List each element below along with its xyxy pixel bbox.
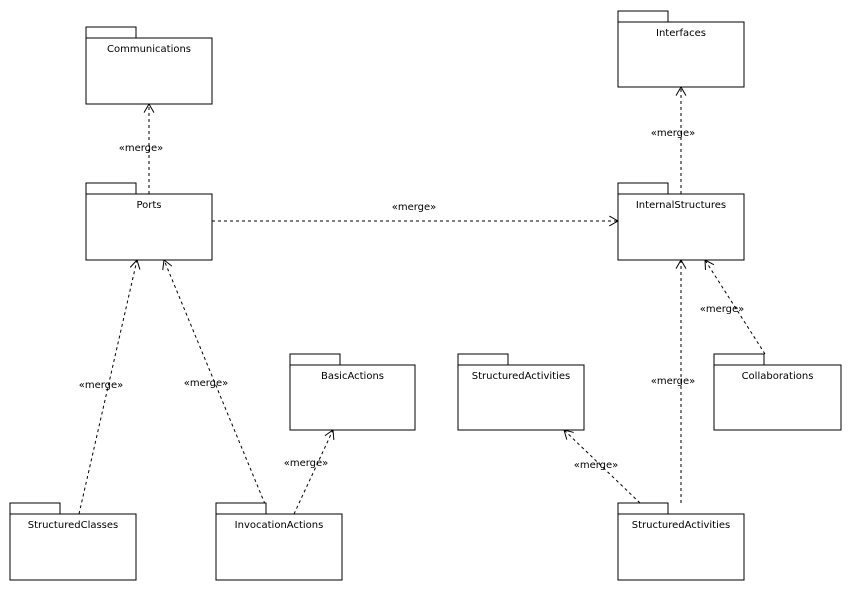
merge-stereotype-label: «merge» [284, 458, 329, 469]
package-tab [457, 353, 509, 366]
package-tab [713, 353, 765, 366]
package-body [617, 513, 745, 581]
open-arrowhead-icon [162, 259, 173, 270]
package-body [85, 37, 213, 105]
package-basic-actions[interactable]: BasicActions [289, 353, 416, 431]
dependency-internal-structures-to-interfaces: «merge» [651, 85, 696, 194]
merge-stereotype-label: «merge» [651, 376, 696, 387]
merge-stereotype-label: «merge» [700, 304, 745, 315]
merge-stereotype-label: «merge» [392, 202, 437, 213]
merge-stereotype-label: «merge» [574, 460, 619, 471]
package-body [457, 364, 585, 431]
package-body [85, 193, 213, 261]
dependency-line [704, 259, 766, 355]
package-structured-activities-bottom[interactable]: StructuredActivities [617, 502, 745, 581]
package-communications[interactable]: Communications [85, 26, 213, 105]
package-tab [215, 502, 267, 515]
package-name: Collaborations [742, 371, 814, 382]
dependency-ports-to-internal-structures: «merge» [212, 202, 620, 227]
dependency-structured-activities-bottom-to-internal-structures: «merge» [651, 258, 696, 503]
package-name: StructuredClasses [28, 520, 119, 531]
package-name: InternalStructures [636, 200, 726, 211]
package-body [713, 364, 842, 431]
package-body [289, 364, 416, 431]
dependency-line [293, 429, 334, 515]
package-ports[interactable]: Ports [85, 182, 213, 261]
package-interfaces[interactable]: Interfaces [617, 10, 745, 88]
package-name: StructuredActivities [472, 371, 571, 382]
package-collaborations[interactable]: Collaborations [713, 353, 842, 431]
dependency-line [163, 259, 266, 505]
merge-stereotype-label: «merge» [184, 378, 229, 389]
merge-stereotype-label: «merge» [119, 143, 164, 154]
package-body [215, 513, 343, 581]
package-name: StructuredActivities [632, 520, 731, 531]
package-name: Communications [107, 44, 191, 55]
package-structured-activities-top[interactable]: StructuredActivities [457, 353, 585, 431]
package-name: Interfaces [656, 28, 706, 39]
dependency-invocation-actions-to-basic-actions: «merge» [284, 429, 335, 515]
dependency-line [78, 259, 138, 515]
package-name: InvocationActions [235, 520, 324, 531]
package-name: BasicActions [321, 371, 384, 382]
package-internal-structures[interactable]: InternalStructures [617, 182, 745, 261]
package-name: Ports [136, 200, 161, 211]
package-body [617, 21, 745, 88]
package-tab [85, 26, 137, 39]
package-tab [617, 182, 669, 195]
dependency-structured-activities-bottom-to-structured-activities-top: «merge» [563, 429, 641, 504]
package-structured-classes[interactable]: StructuredClasses [9, 502, 137, 581]
dependency-ports-to-communications: «merge» [119, 102, 164, 194]
package-tab [617, 10, 669, 23]
merge-stereotype-label: «merge» [79, 380, 124, 391]
merge-stereotype-label: «merge» [651, 128, 696, 139]
package-body [9, 513, 137, 581]
package-invocation-actions[interactable]: InvocationActions [215, 502, 343, 581]
package-tab [617, 502, 669, 515]
package-tab [85, 182, 137, 195]
package-tab [289, 353, 341, 366]
dependency-invocation-actions-to-ports: «merge» [162, 259, 266, 505]
dependency-structured-classes-to-ports: «merge» [78, 259, 141, 515]
dependency-edges: «merge» «merge» «merge» «merge» «merge» «merg… [78, 85, 766, 515]
package-tab [9, 502, 61, 515]
dependency-collaborations-to-internal-structures: «merge» [700, 259, 766, 355]
package-body [617, 193, 745, 261]
